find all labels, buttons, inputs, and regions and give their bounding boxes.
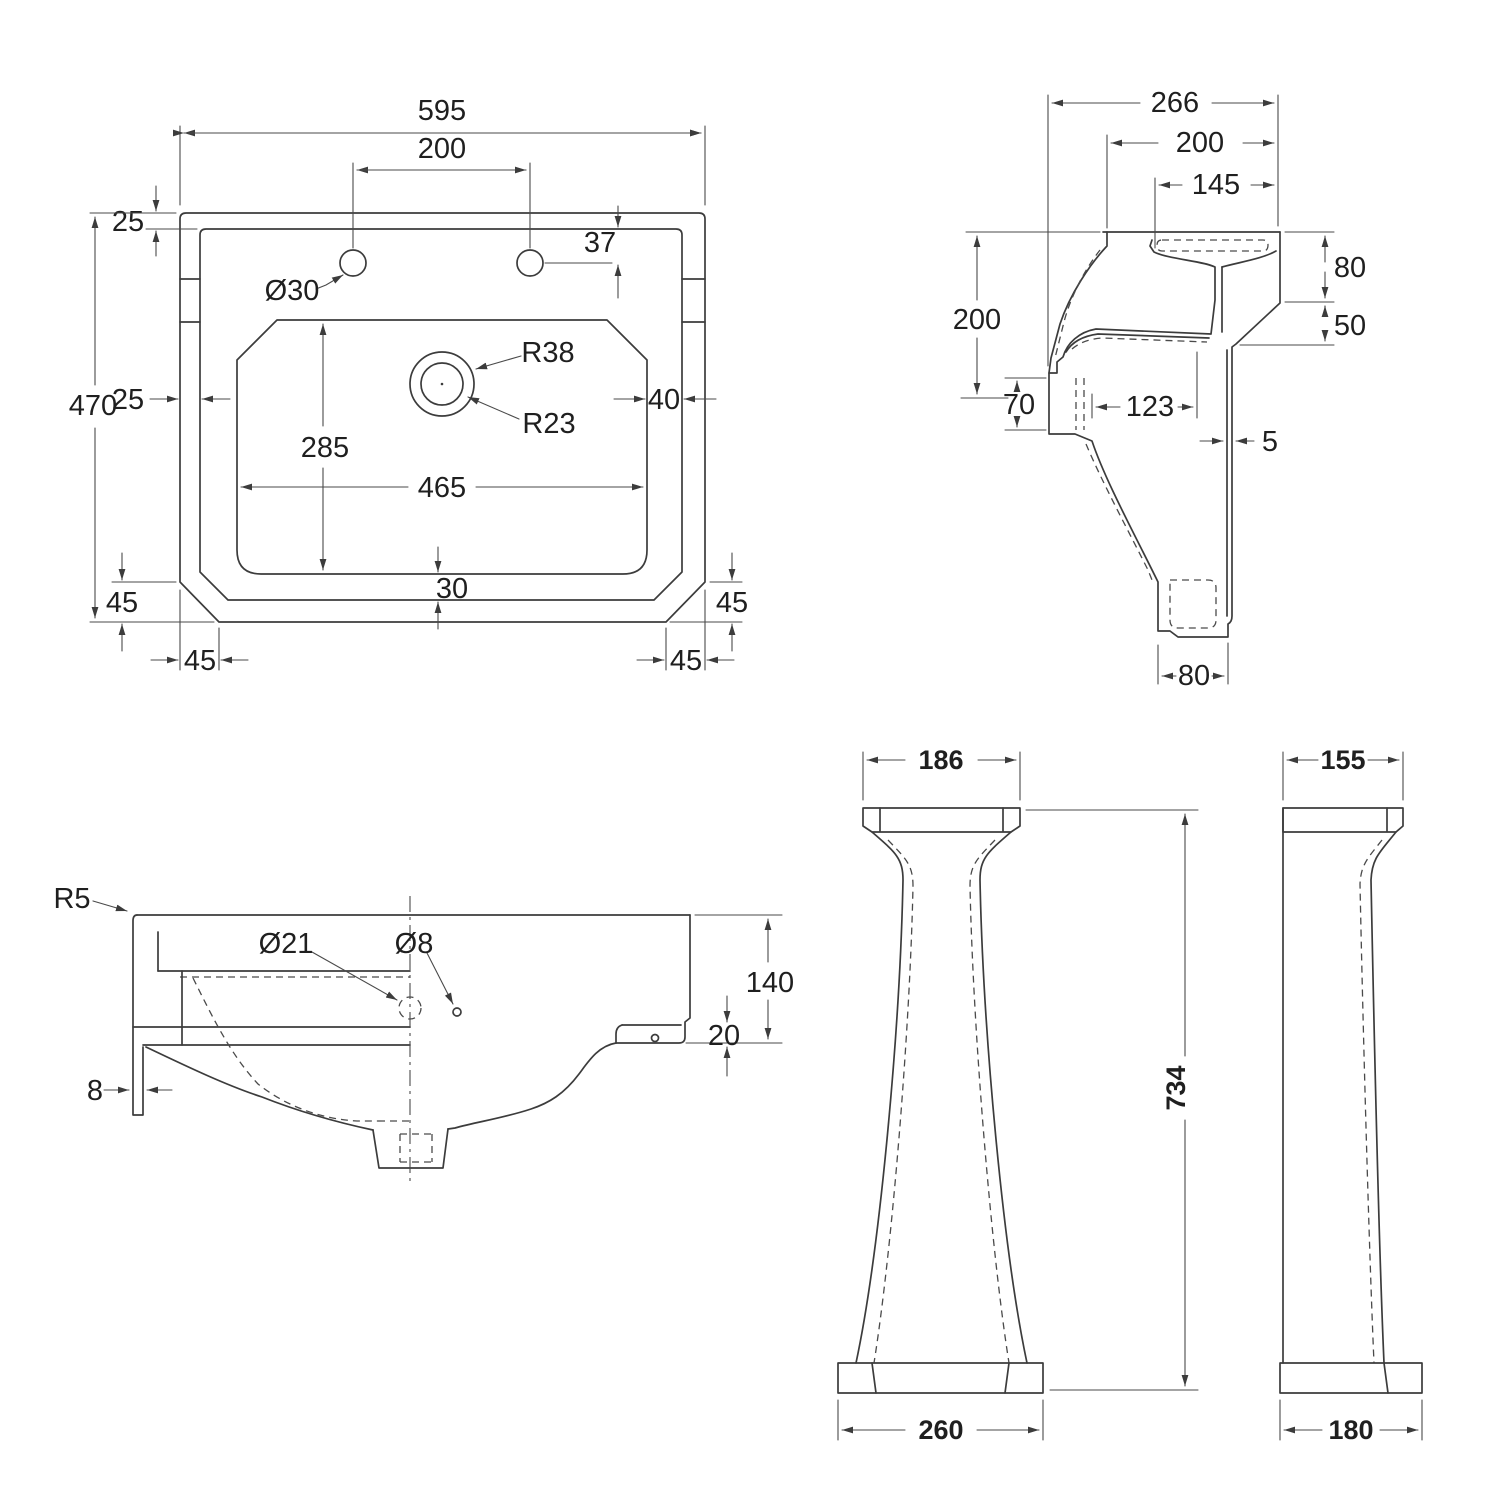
dim-overflow-diameter: Ø21 [259, 928, 314, 960]
pedestal-front-outline [837, 807, 1044, 1394]
front-section-view: R5 Ø21 Ø8 140 20 8 [53, 883, 794, 1186]
dim-side-rim-height: 80 [1334, 252, 1366, 284]
dim-rim-offset-top: 25 [112, 206, 144, 238]
dim-pedestal-top-width: 186 [918, 745, 963, 775]
dim-waste-inner: R23 [522, 408, 575, 440]
waste-inner-circle [420, 362, 464, 406]
front-dimensions: R5 Ø21 Ø8 140 20 8 [53, 883, 794, 1107]
dim-bowl-width: 465 [418, 472, 466, 504]
pedestal-side-dimensions: 155 180 [1279, 745, 1423, 1445]
dim-chamfer-width-left: 45 [184, 645, 216, 677]
plan-view: 595 200 25 37 Ø30 R38 R23 [69, 95, 748, 677]
dim-side-flange-width: 145 [1192, 169, 1240, 201]
dim-pedestal-side-base-width: 180 [1328, 1415, 1373, 1445]
plan-dimensions: 595 200 25 37 Ø30 R38 R23 [69, 95, 748, 677]
dim-bowl-length: 285 [301, 432, 349, 464]
dim-bowl-rim-gap: 30 [436, 573, 468, 605]
dim-rim-offset-right: 40 [648, 384, 680, 416]
pedestal-front-view: 186 260 734 [837, 745, 1199, 1445]
dim-chamfer-height-right: 45 [716, 587, 748, 619]
dim-hole-offset: 37 [584, 227, 616, 259]
dim-tap-hole-diameter: Ø30 [265, 275, 320, 307]
dim-side-outlet-width: 80 [1178, 660, 1210, 692]
dim-corner-radius: R5 [53, 883, 90, 915]
side-outline [1048, 231, 1281, 638]
dim-side-ledge-height: 70 [1003, 389, 1035, 421]
dim-side-back-height: 200 [953, 304, 1001, 336]
side-section-view: 266 200 145 80 50 [953, 87, 1366, 692]
tap-hole-right [516, 249, 544, 277]
dim-side-ledge-depth: 123 [1126, 391, 1174, 423]
dim-waste-outer: R38 [521, 337, 574, 369]
front-outline [132, 896, 691, 1186]
dim-overall-width: 595 [418, 95, 466, 127]
pedestal-side-outline [1279, 807, 1423, 1394]
dim-basin-height: 140 [746, 967, 794, 999]
dim-tap-centres: 200 [418, 133, 466, 165]
waste-outer-circle [409, 351, 475, 417]
overflow-hole [398, 996, 422, 1020]
dim-side-apron-thickness: 5 [1262, 426, 1278, 458]
dim-pedestal-height: 734 [1161, 1065, 1191, 1110]
fixing-hole [452, 1007, 462, 1017]
dim-fixing-diameter: Ø8 [395, 928, 434, 960]
dim-chamfer-height-left: 45 [106, 587, 138, 619]
fixing-hole-right [650, 1033, 660, 1043]
dim-side-overall-depth: 266 [1151, 87, 1199, 119]
dim-overall-depth: 470 [69, 390, 117, 422]
dim-side-apron-height: 50 [1334, 310, 1366, 342]
dim-ledge-thickness: 20 [708, 1020, 740, 1052]
dim-side-tap-depth: 200 [1176, 127, 1224, 159]
dim-back-lip-thickness: 8 [87, 1075, 103, 1107]
side-dimensions: 266 200 145 80 50 [953, 87, 1366, 692]
plan-outline [179, 212, 706, 623]
dim-chamfer-width-right: 45 [670, 645, 702, 677]
dim-pedestal-side-top-width: 155 [1320, 745, 1365, 775]
dim-rim-offset-left: 25 [112, 384, 144, 416]
dim-pedestal-base-width: 260 [918, 1415, 963, 1445]
tap-hole-left [339, 249, 367, 277]
pedestal-side-view: 155 180 [1279, 745, 1423, 1445]
pedestal-front-dimensions: 186 260 734 [837, 745, 1199, 1445]
